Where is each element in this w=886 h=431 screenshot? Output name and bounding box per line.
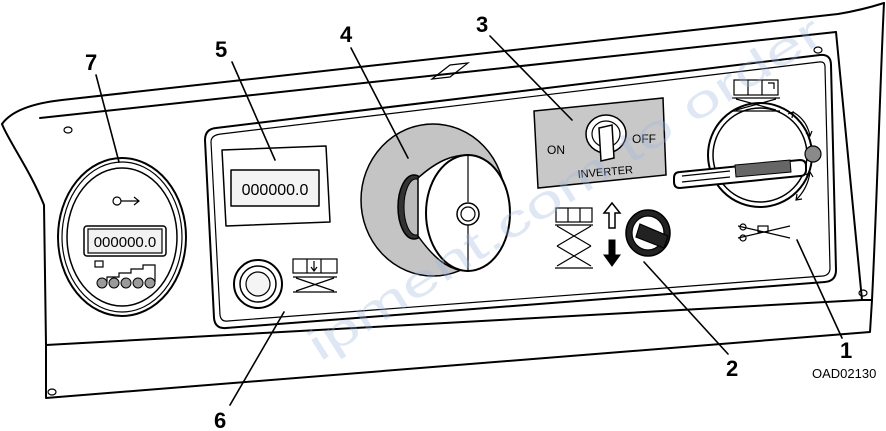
leader-7 (95, 74, 120, 163)
screw-bottom-left (47, 388, 57, 396)
leader-3 (489, 35, 573, 121)
lift-up-arrow-icon (602, 201, 622, 229)
key-switch-key (734, 159, 792, 178)
rotate-arrow-lower (795, 171, 811, 201)
callout-4: 4 (340, 22, 353, 47)
inner-plate-outer (204, 53, 837, 330)
lcd-display-screen (230, 169, 320, 207)
key-switch-bezel (707, 102, 813, 208)
lift-switch-icon-scissor (555, 224, 593, 269)
inverter-off-label: OFF (632, 132, 656, 146)
hour-meter-icon (112, 196, 140, 206)
key-switch-icon-ring-1 (739, 223, 747, 231)
callout-labels: 1 2 3 4 5 6 7 (85, 12, 852, 431)
screw-top-left (63, 126, 73, 134)
lift-switch-icon-cells (567, 208, 581, 222)
rotate-arrow-lower-heads (795, 171, 814, 201)
inverter-on-label: ON (547, 143, 565, 157)
key-switch-icon-block (757, 225, 769, 233)
round-button-ring (239, 265, 277, 303)
lift-switch (555, 201, 671, 269)
emergency-stop (360, 123, 511, 277)
scissor-lift-icon-scissor (732, 97, 780, 112)
leader-4 (350, 47, 409, 159)
inner-plate-inner (210, 61, 831, 322)
callout-leaders (95, 35, 843, 406)
emergency-stop-center (456, 202, 480, 226)
battery-level-dot-2 (108, 277, 120, 289)
leader-5 (231, 61, 276, 161)
platform-lower-icon-scissor (293, 276, 337, 293)
platform-lower-icon-box (292, 258, 338, 274)
battery-icon (94, 260, 104, 268)
housing-front-bottom-edge (45, 299, 863, 346)
callout-1: 1 (840, 338, 852, 363)
lcd-display-reading: 000000.0 (242, 182, 309, 199)
hour-meter-display-screen (87, 228, 163, 254)
rotate-arrow-upper (792, 111, 811, 137)
key-switch-icon (737, 223, 791, 242)
housing-top-back-edge (1, 2, 885, 125)
callout-3: 3 (476, 12, 488, 37)
hour-meter: 000000.0 (57, 157, 187, 317)
platform-lower-icon-arrow (310, 261, 318, 272)
callout-5: 5 (215, 37, 227, 62)
battery-level-icon (94, 260, 156, 289)
inverter-name-label: INVERTER (577, 164, 633, 181)
inner-plate (204, 53, 837, 330)
battery-level-steps (97, 264, 156, 283)
lift-switch-icon-box (555, 207, 593, 223)
scissor-lift-icon (732, 79, 780, 112)
lift-switch-lever (635, 223, 669, 249)
platform-lower-icon-dividers (306, 259, 322, 273)
leader-6 (229, 311, 285, 406)
lift-switch-scissor-icon (555, 207, 593, 269)
key-switch-icon-ring-2 (739, 234, 747, 242)
battery-level-dot-4 (132, 277, 144, 289)
scissor-lift-icon-box (733, 79, 779, 96)
rotate-arrow-upper-heads (787, 111, 813, 137)
hour-meter-ring-outer (61, 161, 183, 313)
scissor-lift-icon-cells (747, 80, 775, 95)
platform-lower-icon (292, 258, 338, 293)
key-switch-handle-lines (681, 170, 731, 183)
callout-7: 7 (85, 50, 97, 75)
top-mark (429, 62, 471, 80)
callout-6: 6 (214, 408, 226, 431)
emergency-stop-center-inner (460, 206, 476, 222)
housing-left-end (1, 123, 47, 346)
lift-down-arrow-icon (603, 239, 621, 267)
housing (1, 2, 885, 399)
inverter-switch: ON OFF INVERTER (533, 97, 667, 189)
screw-bottom-right (858, 289, 868, 297)
inverter-switch-lever (598, 124, 615, 162)
housing-right-flange-outer (861, 2, 885, 301)
lcd-display: 000000.0 (221, 145, 331, 227)
battery-level-dot-1 (96, 277, 108, 289)
battery-level-dot-3 (120, 277, 132, 289)
housing-right-flange-inner (835, 31, 863, 301)
hour-meter-icon-arrow (121, 196, 140, 206)
round-button-cap (245, 271, 271, 297)
battery-level-dot-5 (144, 277, 156, 289)
callout-2: 2 (726, 356, 738, 381)
hour-meter-ring-inner (66, 167, 178, 307)
hour-meter-reading: 000000.0 (94, 234, 157, 251)
rotate-arrow-icon (787, 111, 814, 201)
round-button (233, 259, 283, 309)
indicator-dot (804, 145, 822, 163)
key-switch (673, 79, 822, 242)
leader-2 (643, 261, 729, 355)
screw-top-right (813, 46, 823, 54)
housing-lower-lip (45, 299, 873, 399)
figure-code: OAD02130 (812, 366, 876, 381)
leader-1 (796, 239, 843, 339)
